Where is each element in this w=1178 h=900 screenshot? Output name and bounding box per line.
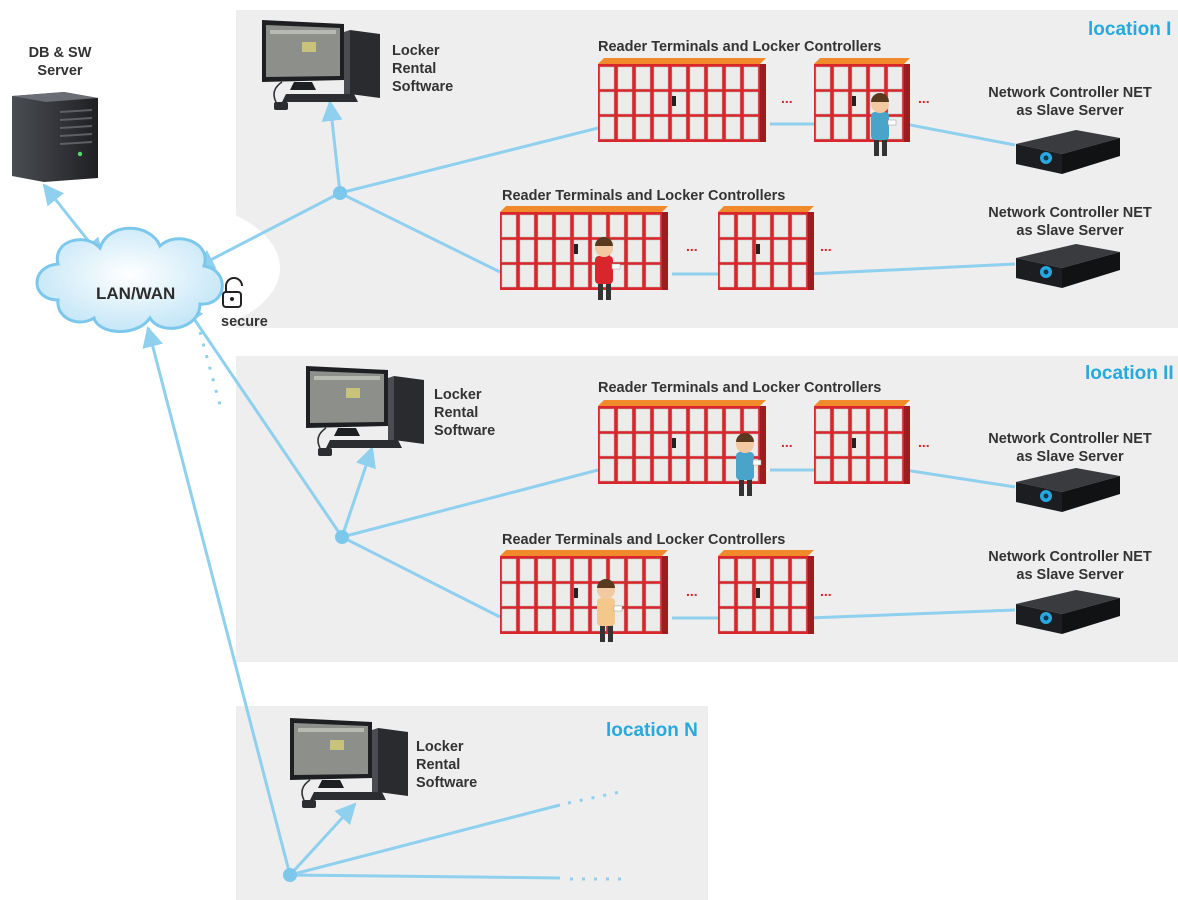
row-ellipsis: ... xyxy=(918,90,930,106)
location-1-user-1 xyxy=(871,93,897,156)
row-ellipsis: ... xyxy=(686,238,698,254)
row-ellipsis: ... xyxy=(820,583,832,599)
location-2-hub xyxy=(335,530,349,544)
db-server-label: DB & SW Server xyxy=(28,45,92,79)
location-2-row-1-locker-bank-a xyxy=(598,400,766,484)
location-1-row-2-locker-bank-a xyxy=(500,206,668,290)
location-1-row-2-controller-label: Network Controller NET as Slave Server xyxy=(988,205,1152,239)
location-n-title: location N xyxy=(606,720,698,741)
secure-label: secure xyxy=(221,314,268,330)
location-2-row-2-locker-label: Reader Terminals and Locker Controllers xyxy=(502,532,786,548)
location-1-row-1-network-controller xyxy=(1016,130,1120,174)
location-2-row-1-network-controller xyxy=(1016,468,1120,512)
location-2-user-1 xyxy=(736,433,762,496)
cloud-locn-link xyxy=(142,325,292,876)
location-1-title: location I xyxy=(1088,19,1172,40)
location-1-row-1-locker-bank-b xyxy=(814,58,910,142)
location-2-row-1-locker-label: Reader Terminals and Locker Controllers xyxy=(598,380,882,396)
location-2-row-2-locker-bank-b xyxy=(718,550,814,634)
location-1-row-1-locker-bank-a xyxy=(598,58,766,142)
location-1-row-1-locker-label: Reader Terminals and Locker Controllers xyxy=(598,39,882,55)
location-1-row-1-controller-label: Network Controller NET as Slave Server xyxy=(988,85,1152,119)
location-2-row-2-network-controller xyxy=(1016,590,1120,634)
location-2-row-2-controller-label: Network Controller NET as Slave Server xyxy=(988,549,1152,583)
location-1-computer xyxy=(262,20,380,110)
location-2-row-2-locker-bank-a xyxy=(500,550,668,634)
cloud-loc2-link xyxy=(182,302,344,538)
location-2-software-label: Locker Rental Software xyxy=(434,387,496,439)
location-2-computer xyxy=(306,366,424,456)
location-n-computer xyxy=(290,718,408,808)
location-1-row-2-locker-label: Reader Terminals and Locker Controllers xyxy=(502,188,786,204)
row-ellipsis: ... xyxy=(686,583,698,599)
location-1-hub xyxy=(333,186,347,200)
row-ellipsis: ... xyxy=(781,90,793,106)
row-ellipsis: ... xyxy=(781,434,793,450)
location-1-user-2 xyxy=(595,237,621,300)
lan-wan-label: LAN/WAN xyxy=(96,284,176,303)
row-ellipsis: ... xyxy=(918,434,930,450)
location-2-row-1-controller-label: Network Controller NET as Slave Server xyxy=(988,431,1152,465)
row-ellipsis: ... xyxy=(820,238,832,254)
location-2-user-2 xyxy=(597,579,623,642)
location-n-hub xyxy=(283,868,297,882)
location-n-software-label: Locker Rental Software xyxy=(416,739,478,791)
location-2-title: location II xyxy=(1085,363,1174,384)
location-1-row-2-network-controller xyxy=(1016,244,1120,288)
cloud-loc1-link xyxy=(193,191,341,270)
location-2-row-1-locker-bank-b xyxy=(814,400,910,484)
location-1-software-label: Locker Rental Software xyxy=(392,43,454,95)
location-1-row-2-locker-bank-b xyxy=(718,206,814,290)
